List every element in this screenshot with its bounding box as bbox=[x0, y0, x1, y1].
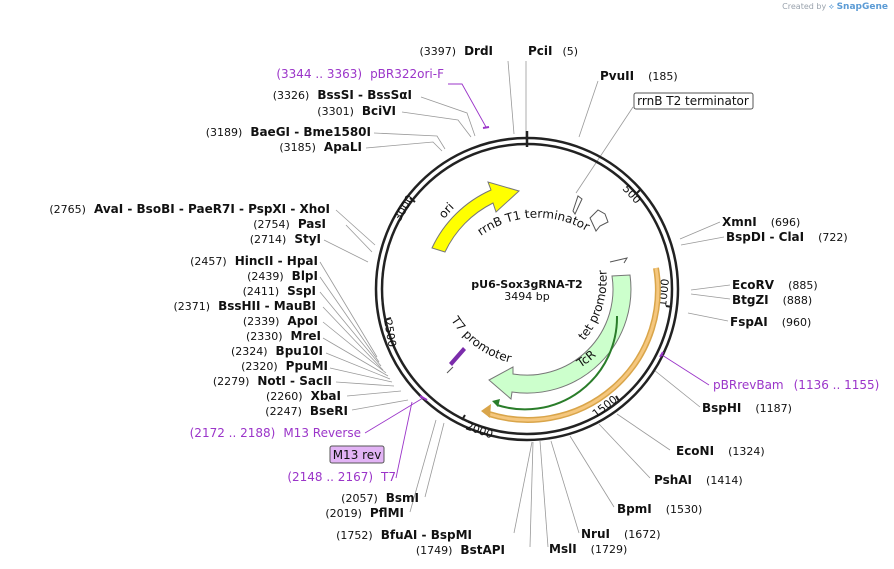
site-label: (2324)Bpu10I bbox=[231, 344, 323, 358]
primer-m13-reverse-mark bbox=[419, 395, 428, 401]
feature-tcr: TcR tet promoter bbox=[481, 257, 661, 423]
site-label: PciI(5) bbox=[528, 44, 578, 58]
site-label: XmnI(696) bbox=[722, 215, 800, 229]
feature-t7-promoter: T7 promoter bbox=[446, 313, 513, 374]
plasmid-name: pU6-Sox3gRNA-T2 bbox=[471, 278, 582, 291]
site-label: (2279)NotI - SacII bbox=[213, 374, 332, 388]
site-label: (2330)MreI bbox=[246, 329, 321, 343]
primer-label-t7: (2148 .. 2167)T7 bbox=[287, 470, 396, 484]
site-label: (1749)BstAPI bbox=[416, 543, 505, 557]
site-label: (3326)BssSI - BssSαI bbox=[273, 88, 412, 102]
site-label: EcoRV(885) bbox=[732, 278, 818, 292]
watermark-brand: SnapGene bbox=[836, 2, 888, 12]
tet-promoter-arrow bbox=[609, 257, 629, 264]
primer-label-pbr322ori-f: (3344 .. 3363)pBR322ori-F bbox=[276, 67, 444, 81]
tcr-orf-arrowhead bbox=[481, 404, 491, 418]
site-label: (2260)XbaI bbox=[266, 389, 341, 403]
watermark-created-by: Created by bbox=[782, 2, 827, 11]
site-label: (1752)BfuAI - BspMI bbox=[336, 528, 472, 542]
site-label: MslI(1729) bbox=[549, 542, 627, 556]
site-label: PvuII(185) bbox=[600, 69, 678, 83]
site-label: (2320)PpuMI bbox=[241, 359, 328, 373]
site-label: BtgZI(888) bbox=[732, 293, 812, 307]
site-label: NruI(1672) bbox=[581, 527, 661, 541]
site-label: BspDI - ClaI(722) bbox=[726, 230, 848, 244]
tick-label-2500: 2500 bbox=[381, 318, 399, 348]
tick-label-2000: 2000 bbox=[464, 420, 495, 442]
primer-label-m13-reverse: (2172 .. 2188)M13 Reverse bbox=[190, 426, 361, 440]
site-leader-lines bbox=[319, 60, 731, 548]
site-label: (3189)BaeGI - Bme1580I bbox=[206, 125, 371, 139]
primer-marks bbox=[364, 83, 710, 479]
site-label: (3301)BciVI bbox=[317, 104, 396, 118]
site-label: PshAI(1414) bbox=[654, 473, 743, 487]
snapgene-watermark: Created by ⟡ SnapGene bbox=[782, 2, 888, 12]
site-label: (2057)BsmI bbox=[341, 491, 419, 505]
tick-label-500: 500 bbox=[620, 182, 644, 206]
site-label: (2247)BseRI bbox=[265, 404, 348, 418]
tcr-arrow bbox=[488, 274, 632, 400]
site-label: (2339)ApoI bbox=[243, 314, 318, 328]
site-label: (2765)AvaI - BsoBI - PaeR7I - PspXI - Xh… bbox=[49, 202, 330, 216]
plasmid-size: 3494 bp bbox=[504, 290, 549, 303]
site-label: (2411)SspI bbox=[243, 284, 316, 298]
primer-pbr322ori-f-mark bbox=[482, 126, 490, 129]
rrnb-t1-arrow bbox=[572, 195, 583, 216]
site-label: BspHI(1187) bbox=[702, 401, 792, 415]
ori-arrow bbox=[431, 181, 520, 253]
site-label: (2754)PasI bbox=[253, 217, 326, 231]
site-label: (2439)BlpI bbox=[247, 269, 318, 283]
site-label: FspAI(960) bbox=[730, 315, 811, 329]
m13-rev-box-label: M13 rev bbox=[333, 448, 382, 462]
site-label: (2457)HincII - HpaI bbox=[190, 254, 318, 268]
m13-rev-box: M13 rev bbox=[329, 445, 385, 464]
site-label: EcoNI(1324) bbox=[676, 444, 765, 458]
rrnb-t2-box: rrnB T2 terminator bbox=[633, 92, 754, 110]
t7-promoter-marker bbox=[449, 347, 466, 366]
site-labels: (3397)DrdI PciI(5) PvuII(185) (3326)BssS… bbox=[49, 44, 847, 557]
snapgene-logo-icon: ⟡ bbox=[828, 2, 835, 11]
rrnb-t1-arrow-2 bbox=[589, 209, 609, 232]
site-label: (2019)PflMI bbox=[325, 506, 404, 520]
site-label: (2714)StyI bbox=[250, 232, 321, 246]
rrnb-t2-box-label: rrnB T2 terminator bbox=[637, 94, 749, 108]
primer-label-pbrrevbam: pBRrevBam(1136 .. 1155) bbox=[713, 378, 879, 392]
plasmid-backbone bbox=[374, 131, 680, 442]
site-label: (3185)ApaLI bbox=[279, 140, 362, 154]
site-label: (2371)BssHII - MauBI bbox=[173, 299, 316, 313]
tcr-inner-line bbox=[496, 315, 619, 411]
tick-label-3000: 3000 bbox=[391, 193, 416, 224]
primer-pbrrevbam-mark bbox=[659, 351, 664, 358]
site-label: (3397)DrdI bbox=[419, 44, 493, 58]
primer-labels: (3344 .. 3363)pBR322ori-F pBRrevBam(1136… bbox=[190, 67, 880, 484]
site-label: BpmI(1530) bbox=[617, 502, 702, 516]
